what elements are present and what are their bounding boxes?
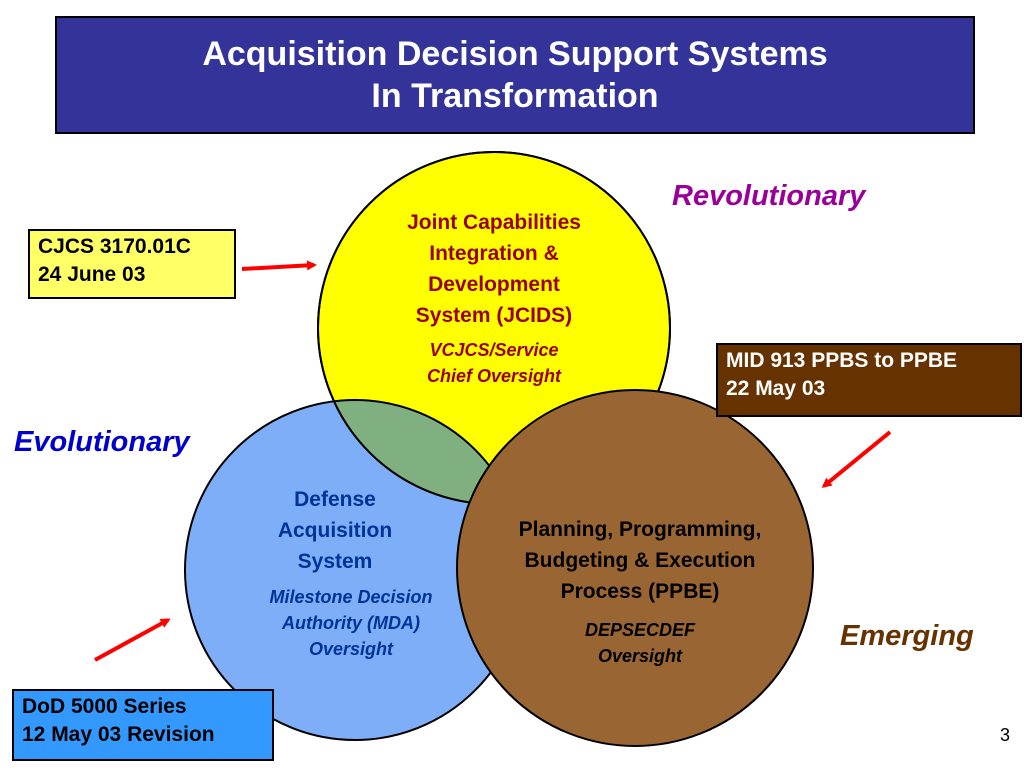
jcids-oversight-line: Chief Oversight [426,366,562,386]
das-title-line: Defense [294,488,376,511]
revolutionary-label: Revolutionary [672,180,866,212]
ppbe-oversight-line: DEPSECDEF [584,620,696,640]
das-title-line: System [297,550,373,573]
jcids-das-overlap [318,399,526,504]
das-oversight-line: Oversight [308,639,394,659]
arrow-to-ppbe [821,430,892,488]
dod5000-note-line1: DoD 5000 Series [22,695,187,718]
emerging-label: Emerging [840,620,974,652]
mid913-note: MID 913 PPBS to PPBE 22 May 03 [716,343,1022,417]
title-banner: Acquisition Decision Support Systems In … [55,16,975,134]
das-oversight-text: Milestone Decision Authority (MDA) Overs… [236,584,466,662]
mid913-note-line2: 22 May 03 [726,377,826,400]
cjcs-note-line2: 24 June 03 [38,263,146,286]
dod5000-note-line2: 12 May 03 Revision [22,723,215,746]
jcids-title-line: Integration & [429,242,559,265]
arrow-to-jcids [241,260,317,271]
das-text: Defense Acquisition System [230,484,440,577]
ppbe-title-line: Process (PPBE) [560,580,720,603]
arrow-to-das [94,618,171,662]
title-line-1: Acquisition Decision Support Systems [202,35,828,73]
jcids-oversight-line: VCJCS/Service [429,340,559,360]
jcids-title-line: Joint Capabilities [407,211,581,234]
dod5000-note: DoD 5000 Series 12 May 03 Revision [12,689,274,761]
das-oversight-line: Milestone Decision [269,587,433,607]
das-oversight-line: Authority (MDA) [282,613,420,633]
ppbe-oversight-line: Oversight [597,646,683,666]
ppbe-title-line: Planning, Programming, [518,518,762,541]
cjcs-note-line1: CJCS 3170.01C [38,235,191,258]
cjcs-note: CJCS 3170.01C 24 June 03 [28,229,236,299]
ppbe-circle [456,389,814,747]
das-title-line: Acquisition [277,519,393,542]
mid913-note-line1: MID 913 PPBS to PPBE [726,349,958,372]
jcids-title-line: System (JCIDS) [415,304,573,327]
jcids-text: Joint Capabilities Integration & Develop… [364,207,624,389]
ppbe-title-line: Budgeting & Execution [524,549,756,572]
jcids-title-line: Development [428,273,560,296]
evolutionary-label: Evolutionary [14,426,190,458]
page-number: 3 [999,725,1010,745]
title-line-2: In Transformation [371,77,659,115]
ppbe-text: Planning, Programming, Budgeting & Execu… [484,514,796,669]
